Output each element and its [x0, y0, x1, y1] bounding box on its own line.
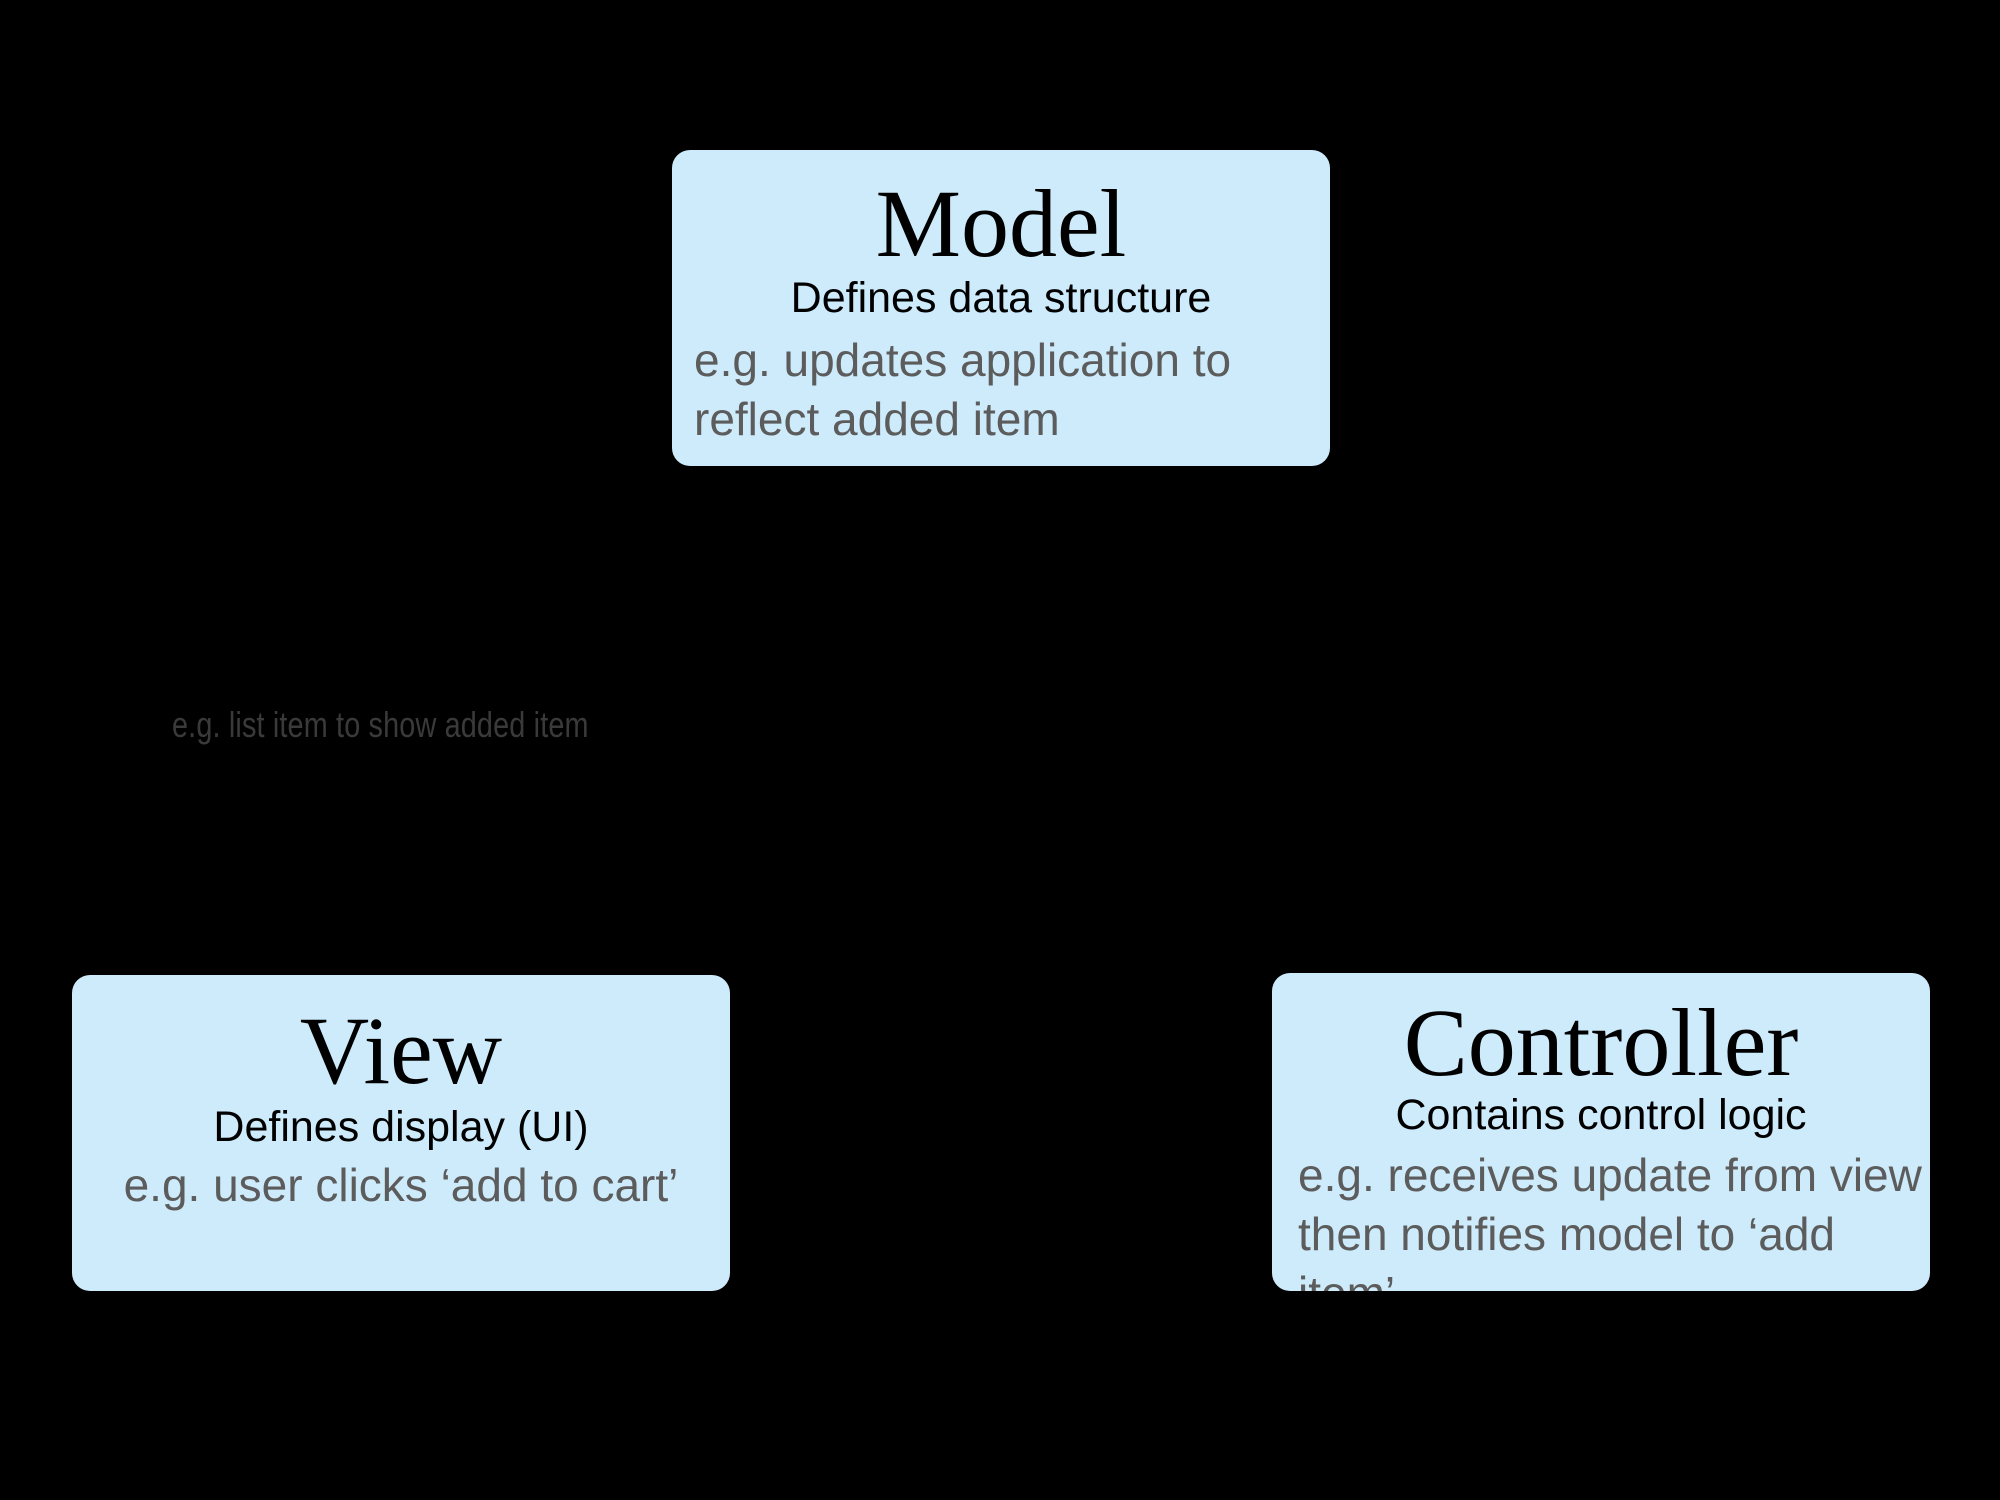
node-view-subtitle: Defines display (UI) [213, 1103, 589, 1151]
node-controller-title: Controller [1403, 989, 1799, 1096]
node-model-title: Model [875, 170, 1127, 277]
node-model-detail: e.g. updates application to reflect adde… [694, 334, 1232, 446]
node-controller-subtitle: Contains control logic [1395, 1091, 1807, 1139]
node-controller-detail: e.g. receives update from view then noti… [1298, 1149, 1922, 1291]
node-view[interactable]: View Defines display (UI) e.g. user clic… [72, 975, 730, 1291]
node-controller[interactable]: Controller Contains control logic e.g. r… [1272, 973, 1930, 1291]
node-view-title: View [299, 997, 503, 1104]
edge-annotation-view-to-model: e.g. list item to show added item [172, 704, 589, 745]
node-model-subtitle: Defines data structure [790, 274, 1212, 322]
node-view-detail: e.g. user clicks ‘add to cart’ [123, 1159, 679, 1212]
node-model[interactable]: Model Defines data structure e.g. update… [672, 150, 1330, 466]
